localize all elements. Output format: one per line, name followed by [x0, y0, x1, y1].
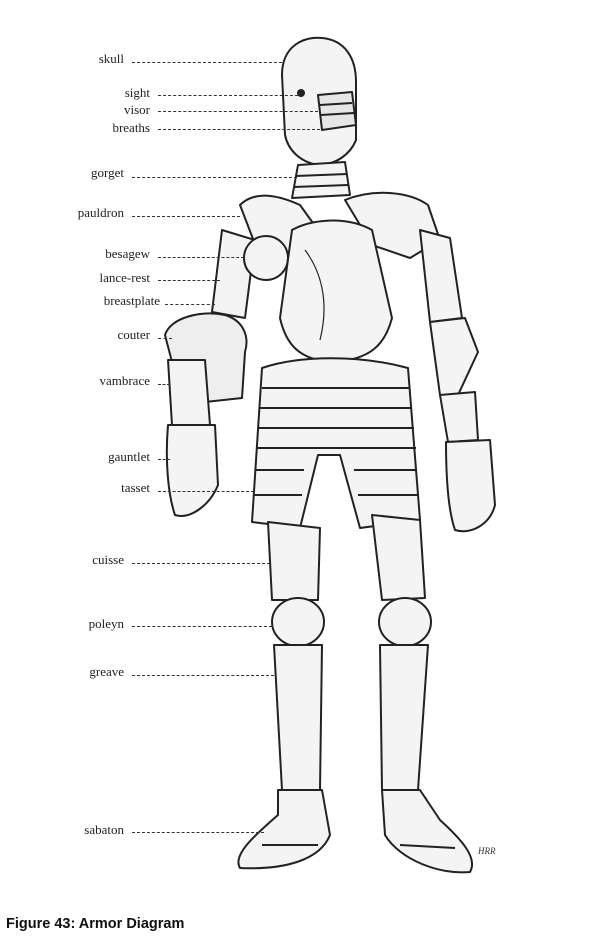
left-cuisse [268, 522, 320, 600]
leader-visor [158, 111, 318, 112]
right-upper-arm [420, 230, 462, 322]
label-skull: skull [99, 51, 124, 67]
leader-tasset [158, 491, 254, 492]
right-greave [380, 645, 428, 790]
label-greave: greave [89, 664, 124, 680]
artist-signature: HRR [478, 846, 496, 856]
label-pauldron: pauldron [78, 205, 124, 221]
leader-sight [158, 95, 298, 96]
leader-breaths [158, 129, 320, 130]
leader-pauldron [132, 216, 240, 217]
helmet-visor [318, 92, 356, 130]
besagew [244, 236, 288, 280]
label-vambrace: vambrace [99, 373, 150, 389]
left-poleyn [272, 598, 324, 646]
right-sabaton [382, 790, 472, 872]
leader-cuisse [132, 563, 270, 564]
suit-of-armor-illustration [0, 0, 590, 915]
left-sabaton [238, 790, 330, 868]
gorget [292, 162, 350, 198]
right-gauntlet [446, 440, 495, 531]
breastplate [280, 221, 392, 362]
leader-breastplate [165, 304, 215, 305]
leader-greave [132, 675, 274, 676]
left-greave [274, 645, 322, 790]
fauld-and-tassets [252, 358, 420, 528]
label-poleyn: poleyn [89, 616, 124, 632]
right-cuisse [372, 515, 425, 600]
label-visor: visor [124, 102, 150, 118]
leader-poleyn [132, 626, 272, 627]
leader-sabaton [132, 832, 264, 833]
label-lance-rest: lance-rest [99, 270, 150, 286]
right-couter [430, 318, 478, 395]
leader-couter [158, 338, 172, 339]
label-cuisse: cuisse [92, 552, 124, 568]
right-poleyn [379, 598, 431, 646]
leader-gorget [132, 177, 297, 178]
label-breastplate: breastplate [104, 293, 160, 309]
label-besagew: besagew [105, 246, 150, 262]
leader-lance-rest [158, 280, 220, 281]
label-couter: couter [118, 327, 150, 343]
label-gorget: gorget [91, 165, 124, 181]
armor-diagram: skull sight visor breaths gorget pauldro… [0, 0, 590, 915]
label-gauntlet: gauntlet [108, 449, 150, 465]
leader-gauntlet [158, 459, 170, 460]
leader-vambrace [158, 384, 170, 385]
label-sabaton: sabaton [84, 822, 124, 838]
label-sight: sight [125, 85, 150, 101]
figure-caption: Figure 43: Armor Diagram [6, 916, 184, 932]
label-breaths: breaths [112, 120, 150, 136]
leader-besagew [158, 257, 244, 258]
label-tasset: tasset [121, 480, 150, 496]
right-vambrace [440, 392, 478, 442]
left-vambrace [168, 360, 210, 425]
left-gauntlet [167, 425, 218, 516]
leader-skull [132, 62, 282, 63]
